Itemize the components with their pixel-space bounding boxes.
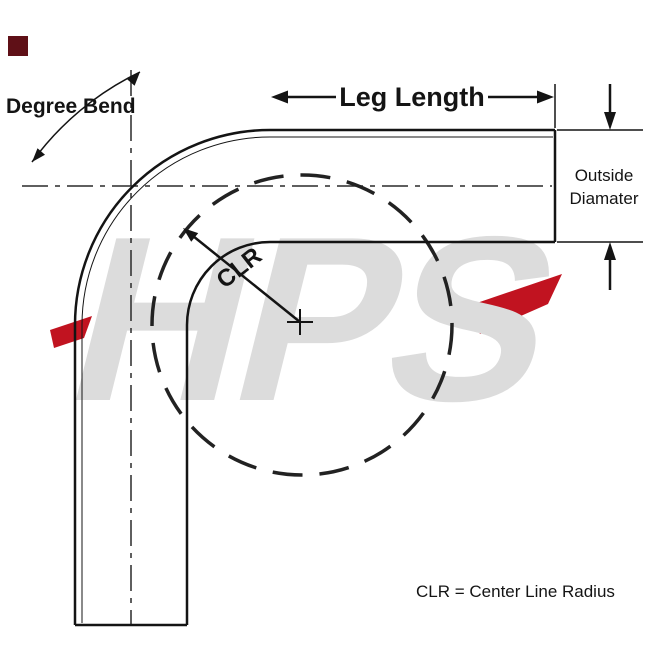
tube-inner-edge [185,240,555,625]
outside-diameter-label-line2: Diamater [570,189,639,208]
outside-diameter-label-line1: Outside [575,166,634,185]
outside-diameter-dimension: Outside Diamater [557,84,643,290]
watermark-text: HPS [48,187,579,450]
tube-outer-edge [73,128,555,625]
leg-length-arrowhead-left [271,90,288,104]
clr-arrowhead [183,228,199,242]
red-corner-mark [8,36,28,56]
clr-arrow-line [192,235,301,323]
center-mark [287,309,313,335]
clr-legend-text: CLR = Center Line Radius [416,582,615,601]
leg-length-arrowhead-right [537,90,554,104]
tube-wall-inner-line [81,136,553,623]
degree-bend-arrowhead-upper [127,72,140,86]
watermark-red-accent-right [468,274,562,334]
watermark-red-accent-left [50,316,92,348]
od-arrowhead-bottom [604,242,616,260]
degree-bend-label: Degree Bend [6,95,136,118]
leg-length-label: Leg Length [339,82,484,112]
watermark: HPS [8,36,578,450]
od-arrowhead-top [604,112,616,130]
tube-body-fill [75,130,555,625]
degree-bend-arc [31,71,141,163]
clr-circle [150,173,454,477]
degree-bend-dimension: Degree Bend [6,71,141,163]
outside-diameter-label: Outside Diamater [570,166,639,208]
degree-bend-arrowhead-lower [32,148,45,162]
leg-length-dimension: Leg Length [271,82,556,128]
